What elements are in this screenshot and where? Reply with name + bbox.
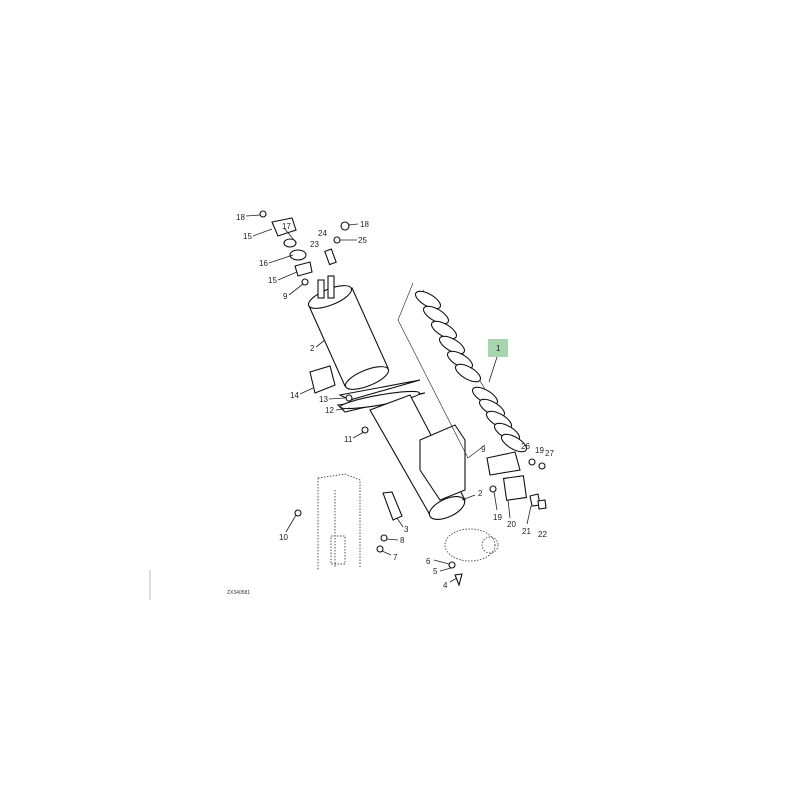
callout[interactable]: 20	[507, 520, 516, 529]
callout[interactable]: 3	[404, 525, 409, 534]
callout[interactable]: 10	[279, 533, 288, 542]
callout[interactable]: 18	[360, 220, 369, 229]
callout[interactable]: 6	[426, 557, 431, 566]
callout[interactable]: 26	[521, 442, 530, 451]
highlighted-part-marker[interactable]	[488, 339, 508, 357]
callout[interactable]: 25	[358, 236, 367, 245]
cover-part	[486, 451, 521, 476]
callout[interactable]: 21	[522, 527, 531, 536]
callout[interactable]: 9	[283, 292, 288, 301]
callout[interactable]: 15	[243, 232, 252, 241]
callout[interactable]: 11	[344, 435, 353, 444]
upper-tube	[307, 275, 390, 390]
callout[interactable]: 8	[400, 536, 405, 545]
callout[interactable]: 13	[319, 395, 328, 404]
frame-reference	[317, 473, 361, 570]
callout-labels: 18 15 17 18 24 25 23 16 15 9 2 14 13 12 …	[227, 213, 554, 596]
callout[interactable]: 23	[310, 240, 319, 249]
callout[interactable]: 12	[325, 406, 334, 415]
gearbox	[444, 528, 499, 587]
callout[interactable]: 1	[496, 344, 501, 353]
callout[interactable]: 2	[478, 489, 483, 498]
callout[interactable]: 27	[545, 449, 554, 458]
callout[interactable]: 19	[535, 446, 544, 455]
lower-tube	[369, 394, 466, 520]
auger-flighting	[414, 289, 528, 453]
reference-code: ZX340581	[227, 590, 250, 596]
callout[interactable]: 14	[290, 391, 299, 400]
callout[interactable]: 17	[282, 222, 291, 231]
callout[interactable]: 7	[393, 553, 398, 562]
callout[interactable]: 19	[493, 513, 502, 522]
top-bearing-parts	[259, 210, 350, 286]
callout[interactable]: 16	[259, 259, 268, 268]
callout[interactable]: 2	[310, 344, 315, 353]
callout[interactable]: 24	[318, 229, 327, 238]
callout[interactable]: 18	[236, 213, 245, 222]
callout[interactable]: 5	[433, 567, 438, 576]
shield-part	[309, 365, 336, 394]
callout[interactable]: 22	[538, 530, 547, 539]
callout[interactable]: 15	[268, 276, 277, 285]
callout[interactable]: 4	[443, 581, 448, 590]
callout[interactable]: 9	[481, 445, 486, 454]
leader-lines	[245, 214, 532, 583]
